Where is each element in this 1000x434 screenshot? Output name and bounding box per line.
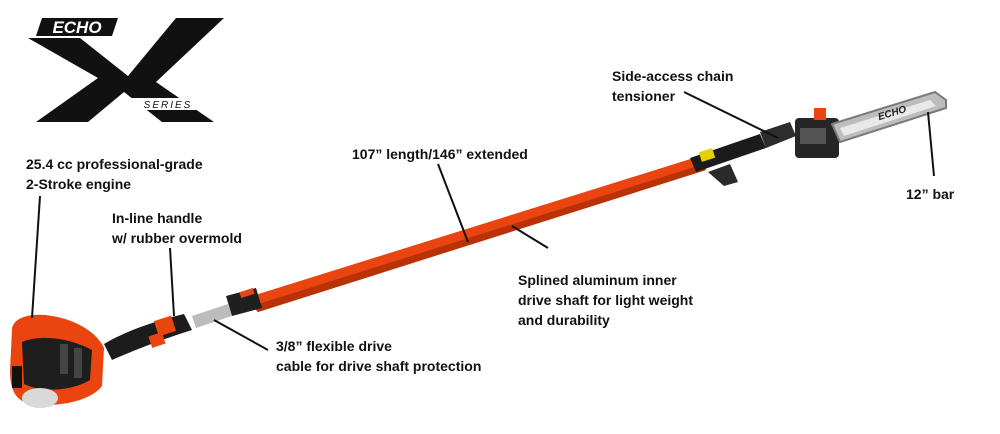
leader-lines bbox=[31, 91, 935, 351]
echo-x-series-logo: ECHO SERIES bbox=[28, 18, 224, 122]
rear-coupling bbox=[226, 288, 262, 316]
engine-callout-line2: 2-Stroke engine bbox=[26, 176, 132, 192]
inline-handle bbox=[104, 314, 192, 360]
tensioner-callout-line1: Side-access chain bbox=[612, 68, 734, 84]
handle-callout-line2: w/ rubber overmold bbox=[112, 230, 242, 246]
handle-callout-line1: In-line handle bbox=[112, 210, 203, 226]
bar-callout-line1: 12” bar bbox=[906, 186, 955, 202]
series-logo-text: SERIES bbox=[144, 100, 193, 111]
engine-callout: 25.4 cc professional-grade 2-Stroke engi… bbox=[26, 154, 203, 194]
handle-callout: In-line handle w/ rubber overmold bbox=[112, 208, 242, 248]
cable-callout: 3/8” flexible drive cable for drive shaf… bbox=[276, 336, 481, 376]
engine bbox=[10, 314, 104, 408]
length-callout: 107” length/146” extended bbox=[352, 144, 528, 164]
chain-bar: ECHO bbox=[830, 90, 947, 144]
bar-callout: 12” bar bbox=[906, 184, 954, 204]
shaft-callout-line2: drive shaft for light weight bbox=[518, 292, 694, 308]
echo-logo-text: ECHO bbox=[52, 18, 101, 37]
length-callout-line1: 107” length/146” extended bbox=[352, 146, 528, 162]
tensioner-callout-line2: tensioner bbox=[612, 88, 676, 104]
extension-coupler bbox=[690, 134, 766, 172]
flexible-drive-cable bbox=[192, 304, 232, 328]
shaft-callout-line3: and durability bbox=[518, 312, 610, 328]
shaft-callout-line1: Splined aluminum inner bbox=[518, 272, 677, 288]
shaft-callout: Splined aluminum inner drive shaft for l… bbox=[518, 270, 693, 330]
saw-head bbox=[795, 108, 839, 158]
cable-callout-line1: 3/8” flexible drive bbox=[276, 338, 392, 354]
tensioner-callout: Side-access chain tensioner bbox=[612, 66, 733, 106]
engine-callout-line1: 25.4 cc professional-grade bbox=[26, 156, 203, 172]
cable-callout-line2: cable for drive shaft protection bbox=[276, 358, 482, 374]
